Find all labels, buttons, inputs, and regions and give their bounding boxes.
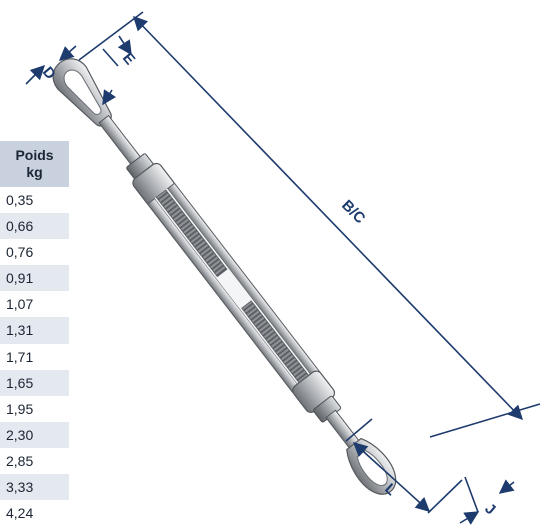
weight-row: 0,35: [6, 192, 34, 208]
weight-row: 2,30: [0, 421, 69, 448]
weight-row: 0,66: [0, 213, 69, 240]
weight-table-header: Poids kg: [0, 141, 69, 187]
weight-row: 1,95: [6, 400, 34, 417]
top-shank: [98, 114, 143, 167]
turnbuckle: [52, 58, 397, 495]
dimension-label-e: E: [119, 50, 138, 69]
weight-row: 1,31: [0, 317, 69, 344]
body-rail-lower: [146, 197, 301, 394]
weight-row: 1,07: [6, 296, 34, 313]
weight-row: 4,24: [6, 505, 34, 522]
dimension-label-bc: B/C: [338, 197, 368, 227]
body-rail-upper: [166, 182, 321, 379]
weight-row: 0,76: [6, 244, 34, 261]
weight-row: 1,71: [6, 348, 34, 365]
weight-row: 0,91: [0, 265, 69, 292]
top-thread: [155, 189, 228, 278]
weight-table: Poids kg 0,35 0,66 0,76 0,91 1,07 1,31 1…: [0, 141, 69, 526]
header-poids: Poids: [15, 147, 54, 163]
bottom-thread: [241, 300, 312, 387]
weight-row: 2,85: [6, 452, 34, 469]
weight-row: 3,33: [0, 474, 69, 501]
dimension-label-j: J: [481, 500, 498, 518]
weight-row: 1,65: [0, 369, 69, 396]
dimension-lines: [25, 11, 541, 525]
header-unit: kg: [26, 164, 43, 180]
